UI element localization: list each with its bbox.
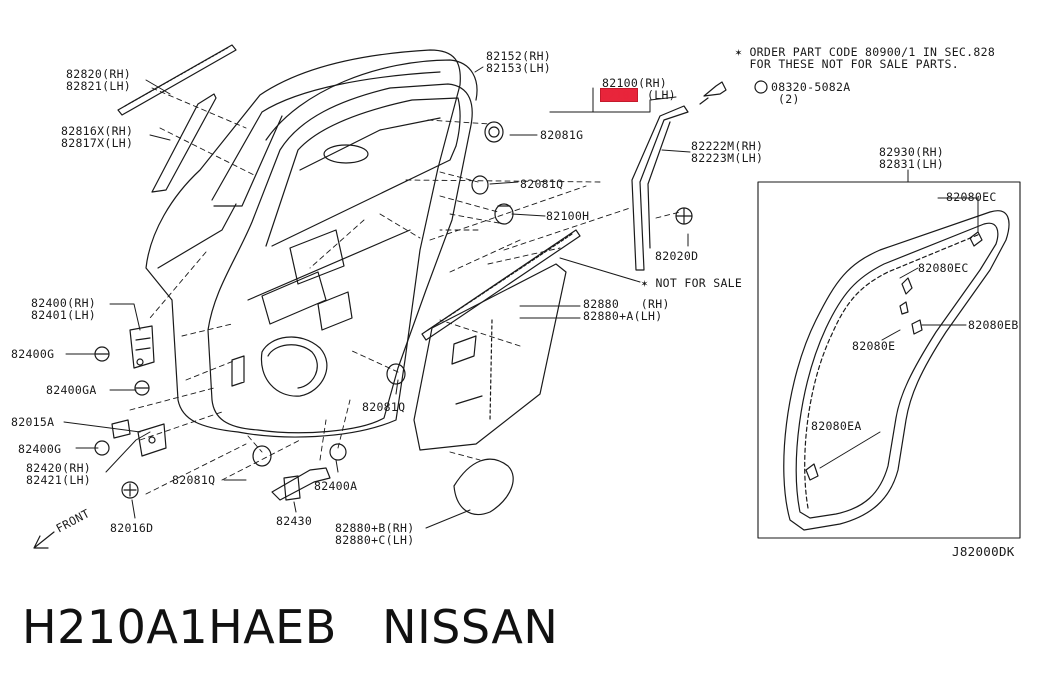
check-link-82430	[271, 443, 347, 501]
bolt-82400ga	[134, 380, 150, 396]
label-82831: 82831(LH)	[879, 157, 945, 171]
label-82080ec-2: 82080EC	[918, 261, 969, 275]
label-08320: 08320-5082A	[771, 80, 851, 94]
label-82015a: 82015A	[11, 415, 55, 429]
note-line1: ✶ ORDER PART CODE 80900/1 IN SEC.828	[735, 45, 996, 59]
label-82152: 82152(RH)	[486, 49, 552, 63]
label-82880b: 82880+B(RH)	[335, 521, 415, 535]
label-82081q-top: 82081Q	[520, 177, 564, 191]
door-outer-panel	[145, 49, 461, 438]
label-82880: 82880 (RH)	[583, 297, 670, 311]
label-82817x: 82817X(LH)	[61, 136, 134, 150]
label-82400-rh: 82400(RH)	[31, 296, 97, 310]
label-82222m: 82222M(RH)	[691, 139, 764, 153]
label-82100h: 82100H	[546, 209, 590, 223]
hinge-upper-82400	[129, 325, 155, 369]
sealing-screen-82880b	[453, 458, 514, 516]
weatherstrip-molding-82820	[117, 44, 237, 116]
label-82401-lh: 82401(LH)	[31, 308, 97, 322]
inset-box	[757, 181, 1021, 539]
note-line2: FOR THESE NOT FOR SALE PARTS.	[735, 57, 959, 71]
label-08320-qty: (2)	[778, 92, 800, 106]
label-82820: 82820(RH)	[66, 67, 132, 81]
label-82421: 82421(LH)	[26, 473, 92, 487]
clip-82020d	[675, 207, 693, 225]
plug-82081q-top	[471, 175, 489, 195]
label-82101-side: (LH)	[647, 88, 676, 102]
bolt-82400g-lower	[94, 440, 110, 456]
label-82081q-mid: 82081Q	[362, 400, 406, 414]
screw-08320	[699, 80, 768, 105]
belt-molding	[421, 229, 581, 341]
grommet-82081g	[484, 121, 504, 143]
label-82420: 82420(RH)	[26, 461, 92, 475]
hinge-lower-82420	[137, 423, 167, 457]
label-82100-rh: 82100(RH)	[602, 76, 668, 90]
glass-run-82222m	[631, 105, 689, 271]
bumper-82100h	[494, 203, 514, 225]
label-82400ga: 82400GA	[46, 383, 97, 397]
weatherstrip-82930	[783, 210, 1010, 531]
label-82430: 82430	[276, 514, 313, 528]
door-inner-panel	[207, 83, 473, 434]
plug-82081q-bot	[252, 445, 272, 467]
label-82816x: 82816X(RH)	[61, 124, 134, 138]
plug-82081q-mid	[386, 363, 406, 385]
label-82880c: 82880+C(LH)	[335, 533, 415, 547]
bolt-82016d	[121, 481, 139, 499]
label-82400g: 82400G	[11, 347, 55, 361]
sealing-screen-82880	[413, 263, 567, 451]
leader-lines	[63, 66, 979, 529]
bolt-82400g	[94, 346, 110, 362]
sash-finisher-82816x	[151, 93, 217, 193]
label-82400g-2: 82400G	[18, 442, 62, 456]
explode-lines	[129, 87, 681, 495]
label-not-for-sale: ✶ NOT FOR SALE	[641, 276, 743, 290]
inset-clips	[805, 231, 983, 481]
caption: H210A1HAEB NISSAN	[22, 600, 559, 654]
label-82016d: 82016D	[110, 521, 154, 535]
label-82081q-bot: 82081Q	[172, 473, 216, 487]
label-82080ec-1: 82080EC	[946, 190, 997, 204]
label-82930: 82930(RH)	[879, 145, 945, 159]
sash-82152	[265, 59, 478, 141]
diagram-code: J82000DK	[952, 544, 1015, 559]
label-82400a: 82400A	[314, 479, 358, 493]
label-82080e: 82080E	[852, 339, 896, 353]
label-82223m: 82223M(LH)	[691, 151, 764, 165]
label-82080ea: 82080EA	[811, 419, 862, 433]
label-82821: 82821(LH)	[66, 79, 132, 93]
label-82080eb: 82080EB	[968, 318, 1019, 332]
label-82153: 82153(LH)	[486, 61, 552, 75]
label-82880a: 82880+A(LH)	[583, 309, 663, 323]
label-82020d: 82020D	[655, 249, 699, 263]
label-82101-highlight: 82101	[599, 88, 639, 102]
label-82081g: 82081G	[540, 128, 584, 142]
bolt-82015a	[111, 419, 131, 439]
front-arrow-icon	[33, 531, 55, 549]
